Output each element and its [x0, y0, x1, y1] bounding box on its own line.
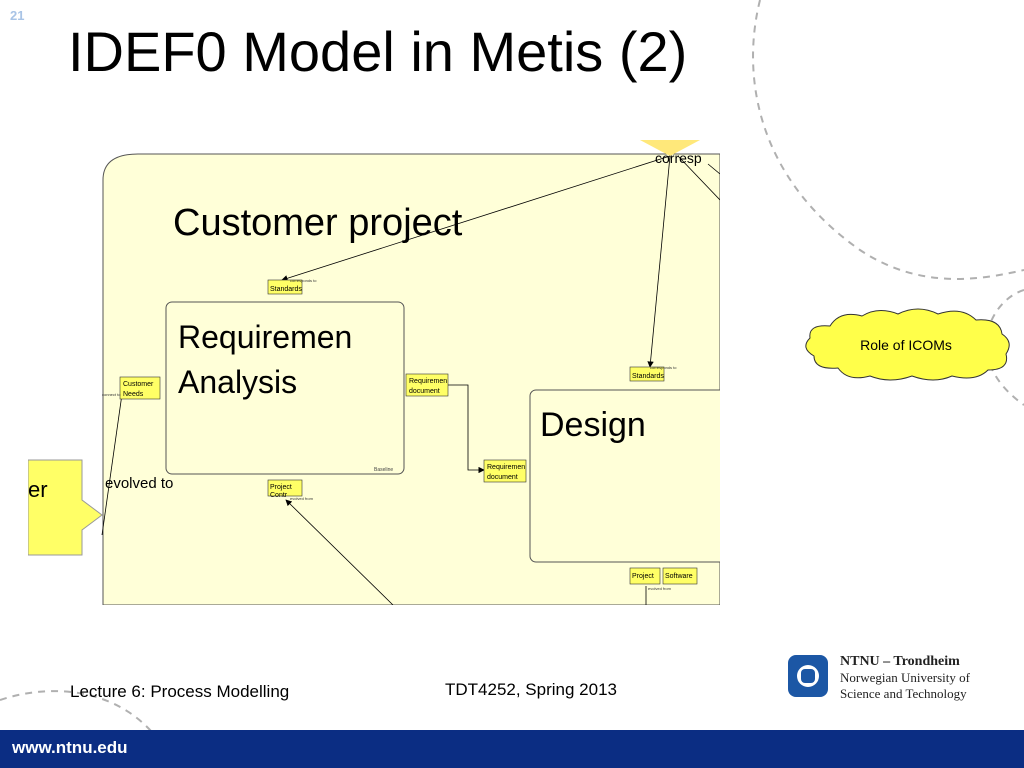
icom-customer-needs: Customer Needs — [119, 376, 161, 400]
left-box-label: er — [28, 477, 48, 502]
left-yellow-arrow — [28, 459, 103, 556]
footer-lecture: Lecture 6: Process Modelling — [70, 682, 290, 701]
svg-text:corresponds to: corresponds to — [650, 365, 677, 370]
ntnu-brand-line2: Norwegian University of — [840, 670, 970, 685]
svg-text:Software: Software — [665, 573, 693, 580]
svg-text:Standards: Standards — [632, 373, 664, 380]
correspondence-diamond — [640, 140, 700, 156]
role-of-icoms-callout: Role of ICOMs — [860, 337, 952, 353]
ntnu-url-link[interactable]: www.ntnu.edu — [12, 738, 128, 757]
icom-project-req: Project Contr — [267, 479, 303, 499]
svg-text:evolved from: evolved from — [290, 496, 314, 501]
metis-model-screenshot: corresp er Customer project Requiremen A… — [28, 140, 720, 605]
svg-text:document: document — [487, 474, 518, 481]
ntnu-branding-text: NTNU – Trondheim Norwegian University of… — [840, 654, 970, 702]
svg-text:Requiremen: Requiremen — [409, 378, 447, 385]
svg-text:Needs: Needs — [123, 391, 144, 398]
correspondence-label: corresp — [655, 150, 702, 166]
evolved-to-label: evolved to — [105, 475, 173, 492]
requirements-analysis-box — [165, 301, 405, 475]
icom-requirements-document-out: Requiremen document — [405, 373, 449, 397]
container-title: Customer project — [173, 202, 463, 244]
svg-text:connect to: connect to — [102, 392, 121, 397]
icom-software: Software — [662, 567, 698, 585]
icom-standards-top: Standards — [267, 279, 302, 295]
icom-standards-design: Standards — [629, 366, 664, 382]
ntnu-brand-line3: Science and Technology — [840, 686, 967, 701]
svg-text:document: document — [409, 388, 440, 395]
bottom-bar — [0, 730, 1024, 768]
idef0-diagram: corresp er Customer project Requiremen A… — [28, 140, 720, 605]
svg-text:corresponds to: corresponds to — [290, 278, 317, 283]
slide-number: 21 — [10, 8, 25, 23]
ntnu-brand-line1: NTNU – Trondheim — [840, 654, 960, 669]
svg-text:Project: Project — [270, 484, 292, 491]
baseline-label: Baseline — [374, 467, 393, 473]
svg-text:evolved from: evolved from — [648, 586, 672, 591]
ntnu-logo-icon — [788, 655, 828, 697]
design-box — [529, 389, 720, 563]
cloud-callout-shape — [805, 308, 1010, 381]
requirements-box-line1: Requiremen — [178, 319, 352, 355]
design-box-label: Design — [540, 406, 646, 444]
svg-text:Customer: Customer — [123, 381, 154, 388]
svg-text:Standards: Standards — [270, 286, 302, 293]
requirements-box-line2: Analysis — [178, 364, 297, 400]
slide-title: IDEF0 Model in Metis (2) — [68, 20, 688, 83]
icom-project-design: Project — [629, 567, 661, 585]
svg-text:Contr: Contr — [270, 492, 288, 499]
footer-course: TDT4252, Spring 2013 — [445, 680, 617, 699]
svg-text:Project: Project — [632, 573, 654, 580]
icom-requirements-document-in: Requiremen document — [483, 459, 527, 483]
svg-text:Requiremen: Requiremen — [487, 464, 525, 471]
